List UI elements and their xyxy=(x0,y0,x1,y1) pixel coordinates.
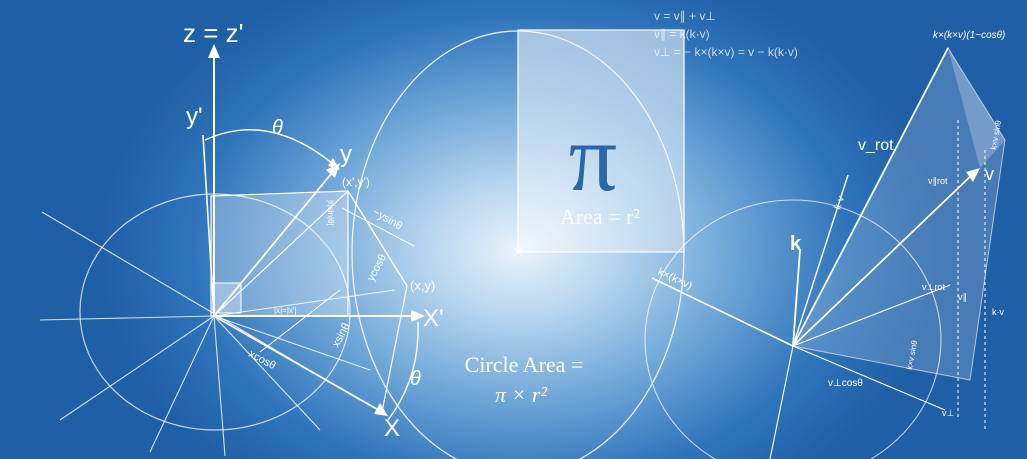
z-axis-label: z = z' xyxy=(183,18,244,48)
point-label: (x,y) xyxy=(410,278,435,293)
bottom-guide xyxy=(792,345,946,411)
ray xyxy=(213,289,396,317)
ray xyxy=(41,211,361,401)
theta-arc-bottom xyxy=(387,321,419,421)
z-axis-arrow xyxy=(208,44,220,58)
ray xyxy=(39,315,215,321)
y-prime-label: y' xyxy=(186,103,203,130)
ray xyxy=(59,315,215,421)
circle-area-line2: π × r² xyxy=(495,382,547,407)
circle-radius-mark xyxy=(513,247,523,257)
projection-line xyxy=(347,190,408,287)
v-perp-rot-label: v⊥rot xyxy=(922,282,945,292)
y-axis xyxy=(213,167,337,317)
rodrigues-diagram: k×(k×v)(1−cosθ) v_rot v k k·v k×(k×v) k×… xyxy=(644,30,1006,459)
v-vector xyxy=(792,171,976,347)
x-axis-arrow xyxy=(374,403,388,416)
k-vector xyxy=(792,249,801,347)
v-label: v xyxy=(985,164,994,184)
theta-arc-arrow xyxy=(328,158,340,170)
mid-label: |x|=|x'| xyxy=(274,306,297,315)
theta-arc-top xyxy=(204,129,339,169)
formula-line-1: v = v∥ + v⊥ xyxy=(654,9,716,23)
x-sin-label: xsinθ xyxy=(330,321,353,349)
n-rot-label: v∥rot xyxy=(928,176,948,186)
ray xyxy=(213,315,321,431)
v-perp-cos-label: v⊥cosθ xyxy=(828,378,863,389)
k-cross-axis xyxy=(651,277,794,347)
v-rot-label: v_rot xyxy=(858,137,894,154)
x-label: X xyxy=(384,415,400,442)
projection-line xyxy=(381,285,408,413)
formula-line-3: v⊥ = − k×(k×v) = v − k(k·v) xyxy=(654,45,798,59)
v-rot-vector xyxy=(792,47,949,347)
flat-line xyxy=(792,284,951,347)
v-arrow xyxy=(966,168,980,182)
v-par-label: v∥ xyxy=(958,292,967,302)
circle-area-diagram: π Area = r² Circle Area = π × r² xyxy=(351,29,685,459)
right-k-dot-v: k·v xyxy=(992,307,1004,317)
k-label: k xyxy=(790,233,802,255)
y-cos-label: ycosθ xyxy=(365,252,389,283)
x-prime-arrow xyxy=(411,310,425,322)
radius-square xyxy=(517,29,685,253)
vertical-line xyxy=(769,345,794,459)
projection-line xyxy=(259,289,341,353)
x-prime-label: X' xyxy=(423,305,444,332)
right-ellipse xyxy=(644,199,942,459)
projection-line xyxy=(213,190,349,317)
ray xyxy=(213,315,226,457)
circle-area-line1: Circle Area = xyxy=(465,352,584,377)
theta-label-bottom: θ xyxy=(410,368,421,390)
k-dot-v-label: k·v xyxy=(832,195,847,211)
ray xyxy=(149,315,215,453)
k-dot-v-vector xyxy=(792,174,849,347)
y-prime-axis xyxy=(202,134,215,317)
right-triangle-shade-2 xyxy=(948,48,1005,168)
ray xyxy=(213,315,371,371)
y-sin-label: −ysinθ xyxy=(371,206,405,232)
r-sin-label: |r|sin|θ| xyxy=(326,200,335,226)
area-label: Area = r² xyxy=(560,204,640,229)
v-perp-label: v⊥ xyxy=(942,408,955,418)
pi-symbol: π xyxy=(569,104,617,211)
vector-formulas: v = v∥ + v⊥ v∥ = k(k·v) v⊥ = − k×(k×v) =… xyxy=(654,9,798,59)
rotated-point-label: (x',y') xyxy=(342,175,370,189)
theta-label-top: θ xyxy=(272,117,283,139)
rotation-diagram: z = z' y' y θ θ (x',y') (x,y) X' X −ysin… xyxy=(39,18,444,457)
y-label: y xyxy=(340,141,352,168)
formula-line-2: v∥ = k(k·v) xyxy=(654,27,710,41)
top-expression: k×(k×v)(1−cosθ) xyxy=(933,30,1005,41)
